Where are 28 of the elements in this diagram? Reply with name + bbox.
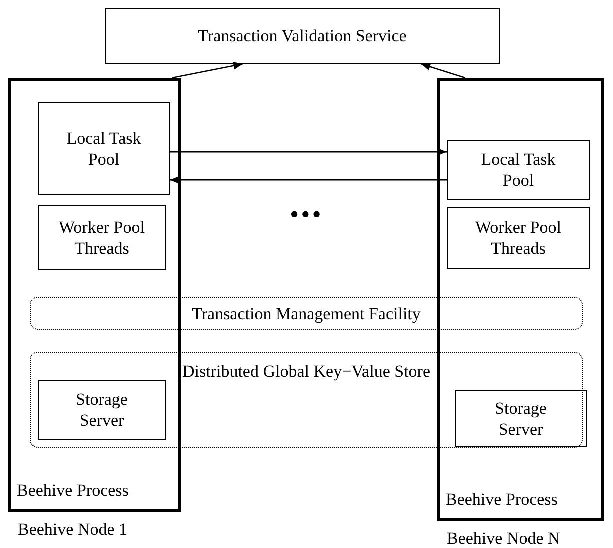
- process-box: [447, 140, 590, 200]
- process-box: [455, 390, 587, 447]
- arrow: [170, 148, 447, 156]
- node-label: Local Task Pool: [66, 127, 142, 170]
- node-label: Worker Pool Threads: [58, 216, 146, 259]
- node-label: Storage Server: [494, 397, 548, 440]
- process-box: [38, 205, 166, 270]
- node-caption: Beehive Node 1: [18, 520, 128, 540]
- node-label: Transaction Validation Service: [197, 25, 408, 47]
- process-box: [105, 8, 500, 64]
- node-label: Worker Pool Threads: [474, 216, 562, 260]
- node-label: Local Task Pool: [480, 148, 557, 192]
- process-container-box: [437, 78, 604, 521]
- node-label: Storage Server: [75, 388, 129, 432]
- node-caption: Beehive Node N: [447, 529, 560, 548]
- node-label: Transaction Management Facility: [191, 302, 422, 324]
- process-label: Beehive Process: [17, 480, 129, 501]
- arrow: [172, 62, 244, 79]
- process-container-box: [8, 78, 181, 512]
- arrow: [170, 176, 447, 184]
- node-label: Distributed Global Key−Value Store: [181, 361, 432, 382]
- process-box: [38, 380, 166, 440]
- process-box: [38, 102, 170, 195]
- process-label: Beehive Process: [446, 488, 558, 510]
- ellipsis-mark: •••: [290, 200, 324, 230]
- dotted-band: [30, 297, 583, 330]
- dotted-band: [30, 352, 583, 448]
- process-box: [447, 207, 590, 269]
